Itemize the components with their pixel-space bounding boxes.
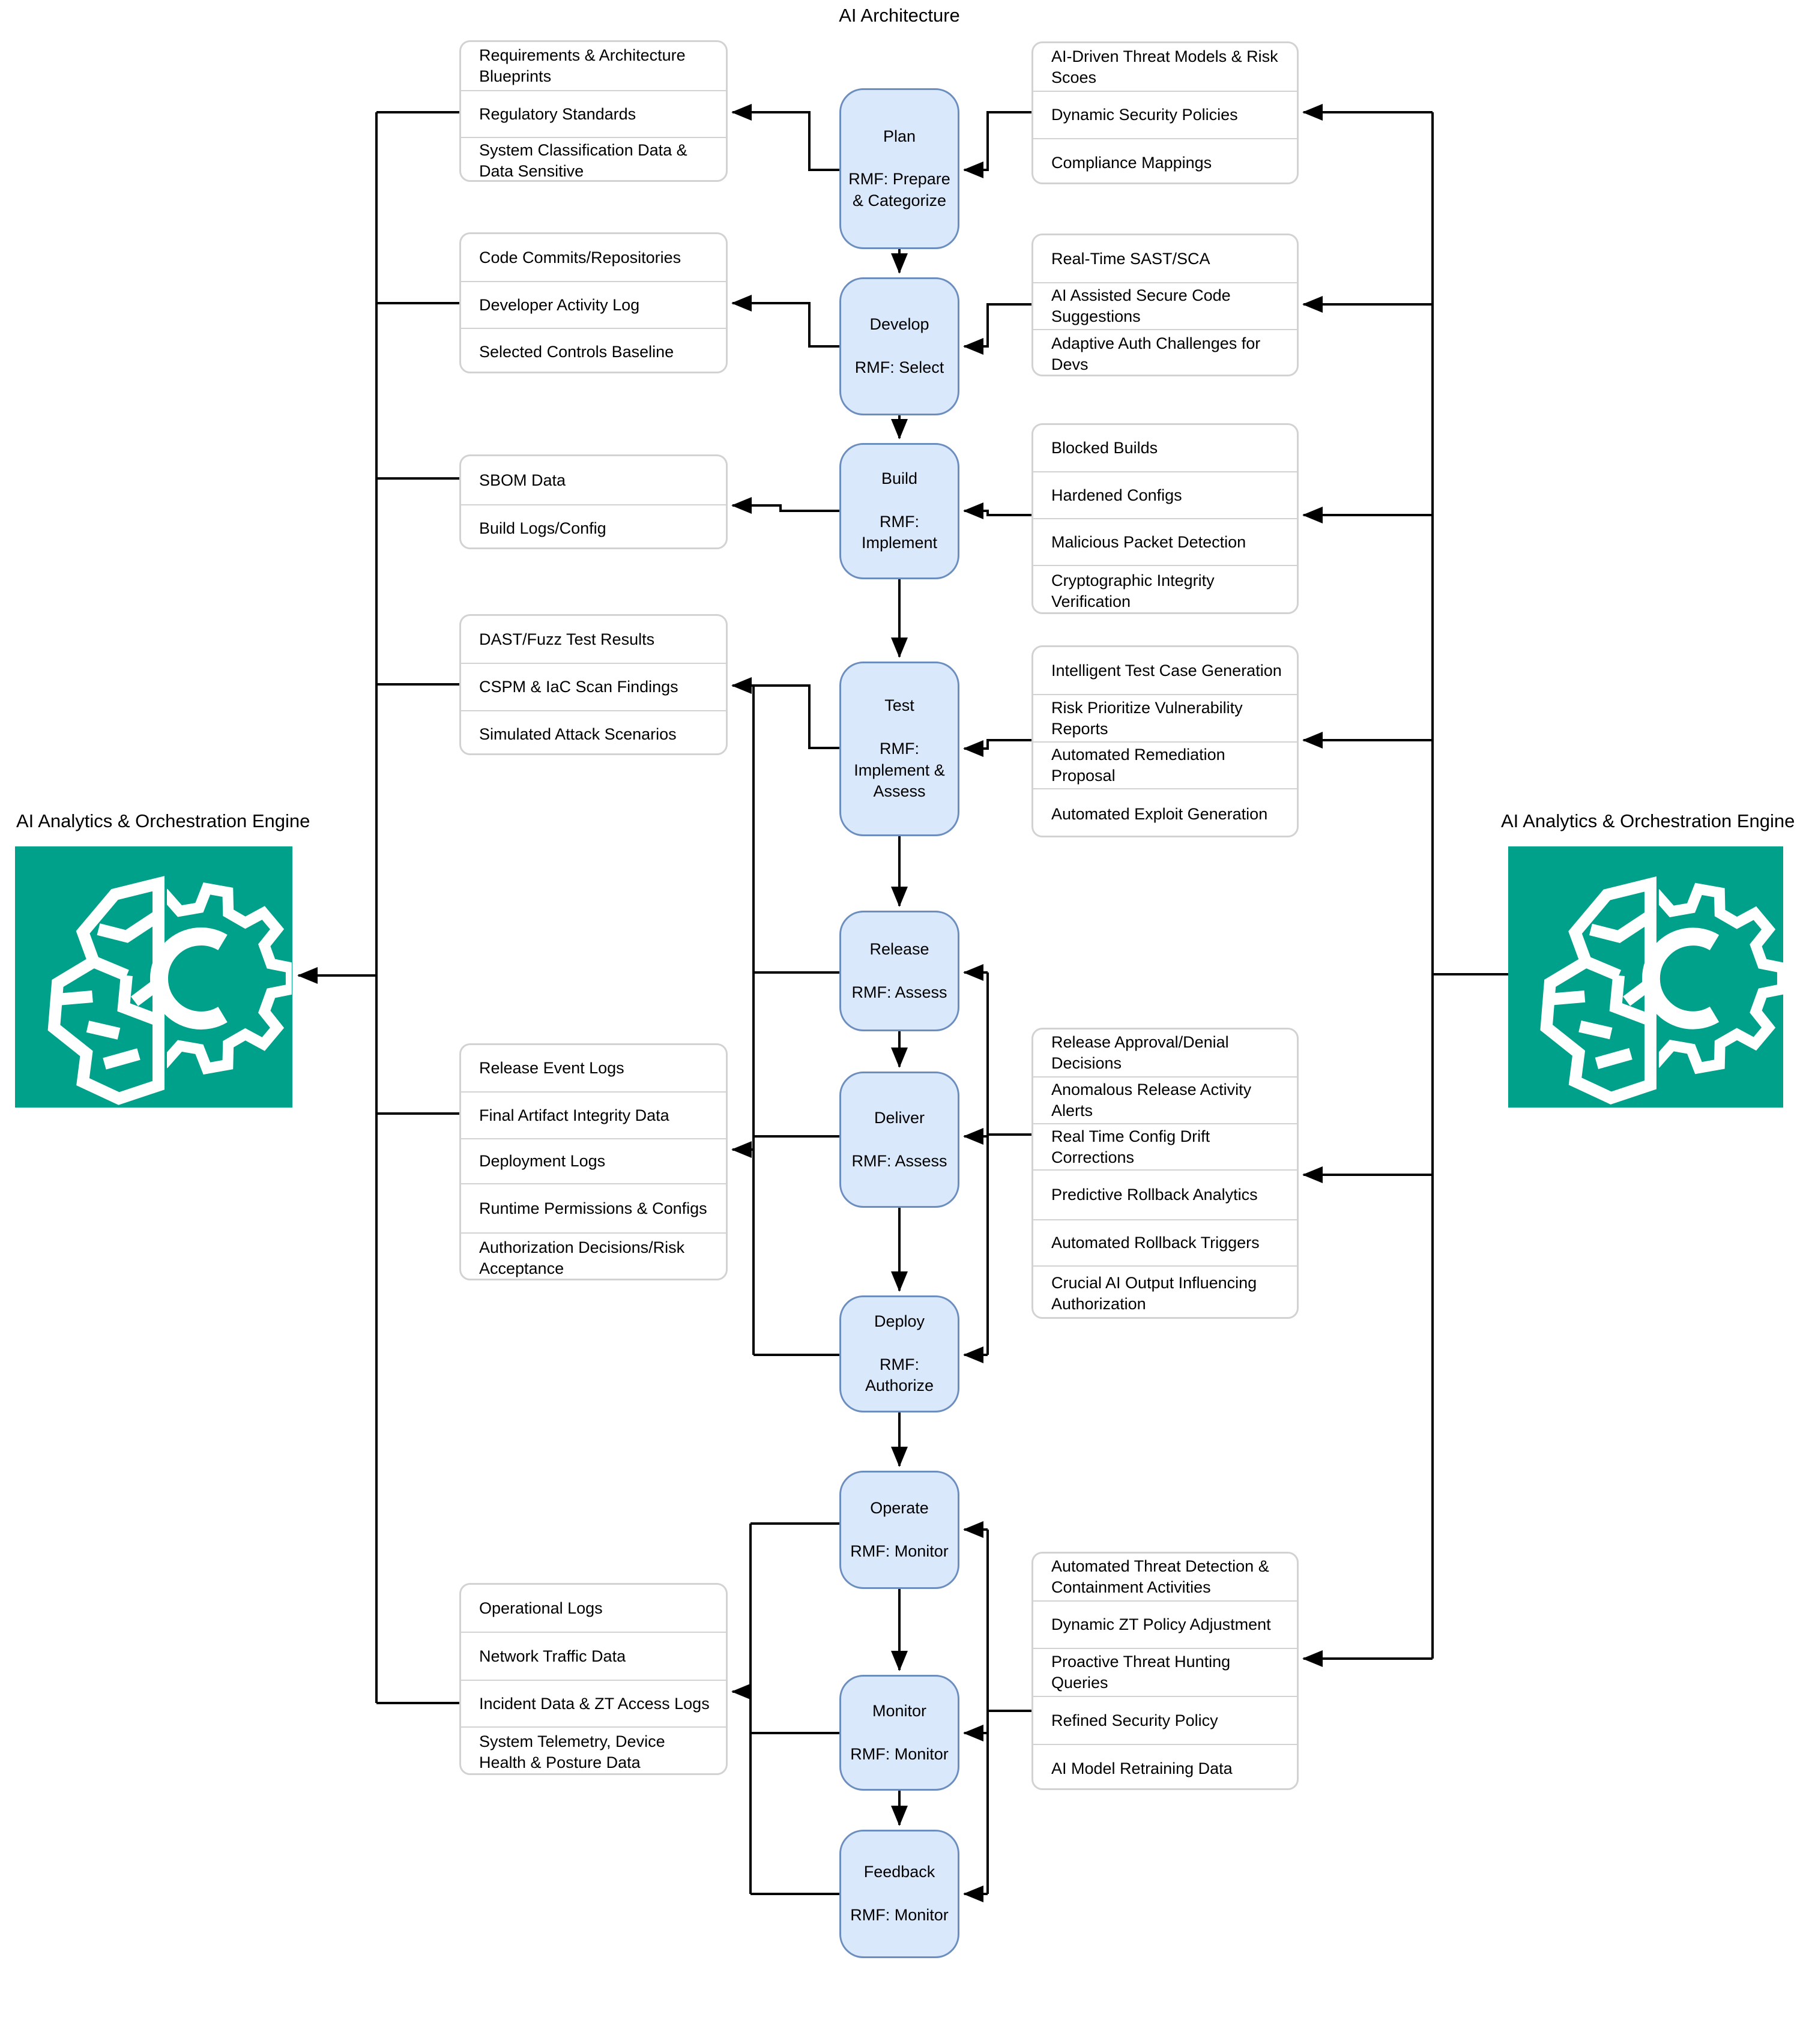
list-item: Runtime Permissions & Configs	[461, 1183, 726, 1232]
develop-ai-outputs-group: Real-Time SAST/SCA AI Assisted Secure Co…	[1031, 234, 1299, 376]
stage-rmf: RMF: Implement & Assess	[854, 739, 945, 801]
list-item: Authorization Decisions/Risk Acceptance	[461, 1232, 726, 1279]
stage-release: Release RMF: Assess	[839, 911, 959, 1031]
left-engine-label: AI Analytics & Orchestration Engine	[16, 810, 310, 831]
list-item: Intelligent Test Case Generation	[1051, 661, 1282, 680]
stage-operate: Operate RMF: Monitor	[839, 1471, 959, 1589]
list-item: System Telemetry, Device Health & Postur…	[461, 1726, 726, 1773]
list-item: Requirements & Architecture Blueprints	[479, 46, 686, 85]
brain-gear-icon	[1540, 876, 1783, 1105]
stage-rmf: RMF: Monitor	[850, 1744, 949, 1763]
stage-name: Operate	[870, 1498, 929, 1517]
list-item: Final Artifact Integrity Data	[461, 1091, 726, 1138]
stage-name: Test	[884, 696, 914, 715]
stage-name: Develop	[869, 315, 929, 334]
list-item: AI Model Retraining Data	[1033, 1744, 1297, 1788]
stage-rmf: RMF: Authorize	[865, 1355, 934, 1395]
list-item: Hardened Configs	[1033, 471, 1297, 518]
stage-rmf: RMF: Select	[854, 358, 944, 376]
stage-plan: Plan RMF: Prepare & Categorize	[839, 88, 959, 249]
list-item: DAST/Fuzz Test Results	[479, 630, 655, 648]
right-engine-label: AI Analytics & Orchestration Engine	[1501, 810, 1795, 831]
list-item: Regulatory Standards	[461, 90, 726, 137]
stage-rmf: RMF: Assess	[851, 983, 947, 1001]
stage-rmf: RMF: Monitor	[850, 1542, 949, 1560]
list-item: Build Logs/Config	[461, 504, 726, 547]
list-item: CSPM & IaC Scan Findings	[461, 663, 726, 710]
list-item: AI-Driven Threat Models & Risk Scoes	[1051, 47, 1278, 86]
stage-name: Build	[881, 469, 918, 488]
stage-feedback: Feedback RMF: Monitor	[839, 1830, 959, 1958]
stage-deliver: Deliver RMF: Assess	[839, 1072, 959, 1208]
stage-name: Release	[869, 939, 929, 958]
stage-rmf: RMF: Implement	[861, 512, 938, 552]
list-item: Selected Controls Baseline	[461, 328, 726, 372]
list-item: Adaptive Auth Challenges for Devs	[1033, 329, 1297, 375]
brain-gear-icon	[47, 876, 292, 1105]
list-item: Blocked Builds	[1051, 439, 1158, 457]
plan-artifacts-group: Requirements & Architecture Blueprints R…	[459, 40, 728, 182]
operations-ai-outputs-group: Automated Threat Detection & Containment…	[1031, 1552, 1299, 1790]
left-engine	[15, 846, 292, 1108]
list-item: Proactive Threat Hunting Queries	[1033, 1648, 1297, 1696]
build-artifacts-group: SBOM Data Build Logs/Config	[459, 454, 728, 549]
list-item: Simulated Attack Scenarios	[461, 710, 726, 753]
stage-rmf: RMF: Prepare & Categorize	[848, 170, 950, 210]
list-item: Network Traffic Data	[461, 1632, 726, 1680]
list-item: Developer Activity Log	[461, 281, 726, 328]
list-item: Automated Threat Detection & Containment…	[1051, 1557, 1269, 1596]
stage-name: Deploy	[874, 1312, 925, 1331]
list-item: Crucial AI Output Influencing Authorizat…	[1033, 1265, 1297, 1317]
list-item: System Classification Data & Data Sensit…	[461, 137, 726, 180]
list-item: Dynamic Security Policies	[1033, 91, 1297, 138]
delivery-ai-outputs-group: Release Approval/Denial Decisions Anomal…	[1031, 1028, 1299, 1319]
right-engine	[1508, 846, 1783, 1108]
list-item: Automated Rollback Triggers	[1033, 1219, 1297, 1265]
list-item: Operational Logs	[479, 1599, 603, 1617]
stage-monitor: Monitor RMF: Monitor	[839, 1675, 959, 1791]
test-artifacts-group: DAST/Fuzz Test Results CSPM & IaC Scan F…	[459, 614, 728, 755]
stage-rmf: RMF: Monitor	[850, 1906, 949, 1924]
stage-name: Feedback	[863, 1863, 935, 1881]
list-item: Predictive Rollback Analytics	[1033, 1169, 1297, 1219]
list-item: Release Approval/Denial Decisions	[1051, 1033, 1229, 1072]
list-item: Risk Prioritize Vulnerability Reports	[1033, 694, 1297, 741]
stage-rmf: RMF: Assess	[851, 1151, 947, 1170]
list-item: Dynamic ZT Policy Adjustment	[1033, 1600, 1297, 1648]
stage-build: Build RMF: Implement	[839, 443, 959, 579]
test-ai-outputs-group: Intelligent Test Case Generation Risk Pr…	[1031, 645, 1299, 837]
list-item: Automated Exploit Generation	[1033, 788, 1297, 836]
diagram-title: AI Architecture	[839, 5, 960, 26]
list-item: Malicious Packet Detection	[1033, 518, 1297, 565]
list-item: Incident Data & ZT Access Logs	[461, 1680, 726, 1726]
stage-name: Monitor	[872, 1701, 927, 1720]
list-item: Compliance Mappings	[1033, 138, 1297, 182]
delivery-artifacts-group: Release Event Logs Final Artifact Integr…	[459, 1043, 728, 1280]
stage-test: Test RMF: Implement & Assess	[839, 662, 959, 836]
list-item: SBOM Data	[479, 471, 566, 489]
plan-ai-outputs-group: AI-Driven Threat Models & Risk Scoes Dyn…	[1031, 41, 1299, 184]
stage-develop: Develop RMF: Select	[839, 277, 959, 415]
stage-name: Plan	[883, 127, 916, 145]
stage-name: Deliver	[874, 1108, 925, 1127]
list-item: AI Assisted Secure Code Suggestions	[1033, 282, 1297, 329]
list-item: Real Time Config Drift Corrections	[1033, 1123, 1297, 1169]
stage-deploy: Deploy RMF: Authorize	[839, 1295, 959, 1412]
list-item: Real-Time SAST/SCA	[1051, 249, 1210, 268]
list-item: Anomalous Release Activity Alerts	[1033, 1076, 1297, 1123]
list-item: Deployment Logs	[461, 1138, 726, 1183]
operations-artifacts-group: Operational Logs Network Traffic Data In…	[459, 1583, 728, 1775]
build-ai-outputs-group: Blocked Builds Hardened Configs Maliciou…	[1031, 423, 1299, 614]
list-item: Automated Remediation Proposal	[1033, 741, 1297, 788]
develop-artifacts-group: Code Commits/Repositories Developer Acti…	[459, 232, 728, 373]
list-item: Code Commits/Repositories	[479, 248, 681, 267]
list-item: Release Event Logs	[479, 1059, 624, 1078]
list-item: Cryptographic Integrity Verification	[1033, 565, 1297, 612]
list-item: Refined Security Policy	[1033, 1696, 1297, 1744]
